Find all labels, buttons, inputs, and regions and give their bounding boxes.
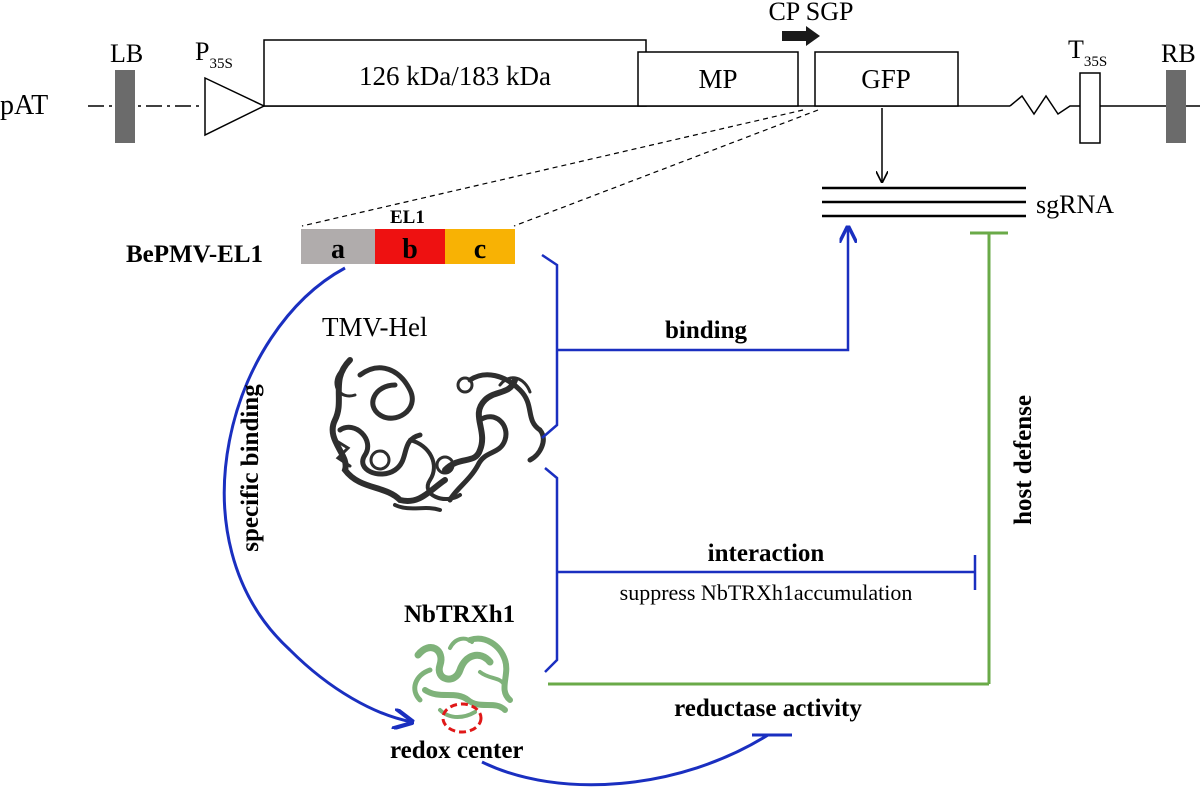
bepmv-label: BePMV-EL1 <box>126 241 263 268</box>
construct-map: pAT LB P35S 126 kDa/183 kDa MP GFP CP SG… <box>0 0 1200 182</box>
promoter-subscript: 35S <box>209 56 232 72</box>
mp-label: MP <box>698 64 737 94</box>
el1-label: EL1 <box>390 207 425 228</box>
gfp-label: GFP <box>861 64 911 94</box>
segment-c-label: c <box>474 234 486 265</box>
replicase-label: 126 kDa/183 kDa <box>359 61 551 91</box>
redox-center-label: redox center <box>390 737 524 764</box>
segment-b <box>375 229 445 264</box>
promoter-label: P <box>195 37 209 66</box>
host-defense-label: host defense <box>1010 395 1037 525</box>
sgrna-label: sgRNA <box>1036 190 1114 219</box>
upper-bracket <box>541 253 559 439</box>
segment-a <box>301 229 375 264</box>
replicase-box <box>263 39 647 107</box>
gfp-box <box>814 51 959 107</box>
redox-center-marker <box>441 702 483 734</box>
promoter-triangle <box>204 76 266 137</box>
interaction-label: interaction <box>708 540 825 567</box>
promoter-label-group: P35S <box>195 37 233 72</box>
binding-label: binding <box>665 317 748 344</box>
specific-binding-arrow <box>222 266 412 722</box>
reductase-inhibit-curve <box>481 733 769 787</box>
vector-label: pAT <box>0 90 48 121</box>
nbtrxh1-structure <box>412 635 513 719</box>
rb-block <box>1166 70 1186 143</box>
host-defense-pathway <box>548 231 1008 686</box>
terminator-label: T <box>1068 35 1084 64</box>
terminator-subscript: 35S <box>1084 54 1107 70</box>
cp-sgp-arrow <box>782 26 820 46</box>
binding-pathway <box>541 227 848 439</box>
nbtrxh1-label: NbTRXh1 <box>404 601 515 628</box>
insertion-line-left <box>301 109 804 227</box>
tmv-hel-label: TMV-Hel <box>322 312 428 342</box>
specific-binding-label: specific binding <box>237 384 264 552</box>
lower-bracket <box>544 467 559 673</box>
reductase-label: reductase activity <box>674 695 862 722</box>
segment-c <box>445 229 515 264</box>
backbone-zigzag <box>1009 94 1200 116</box>
terminator-box <box>1079 72 1101 144</box>
binding-arrow <box>557 227 848 352</box>
bepmv-el1: BePMV-EL1 EL1 a b c <box>126 207 515 268</box>
rb-label: RB <box>1161 39 1196 68</box>
cp-sgp-label: CP SGP <box>768 0 853 26</box>
lb-label: LB <box>110 39 143 68</box>
terminator-label-group: T35S <box>1068 35 1107 70</box>
sgrna: sgRNA <box>822 186 1114 219</box>
segment-a-label: a <box>331 234 345 265</box>
segment-b-label: b <box>402 234 418 265</box>
lb-block <box>115 70 135 143</box>
tmv-hel-structure <box>329 357 546 512</box>
suppress-label: suppress NbTRXh1accumulation <box>620 580 913 605</box>
insertion-line-right <box>513 109 819 227</box>
interaction-pathway <box>544 467 977 673</box>
mp-box <box>637 51 799 107</box>
